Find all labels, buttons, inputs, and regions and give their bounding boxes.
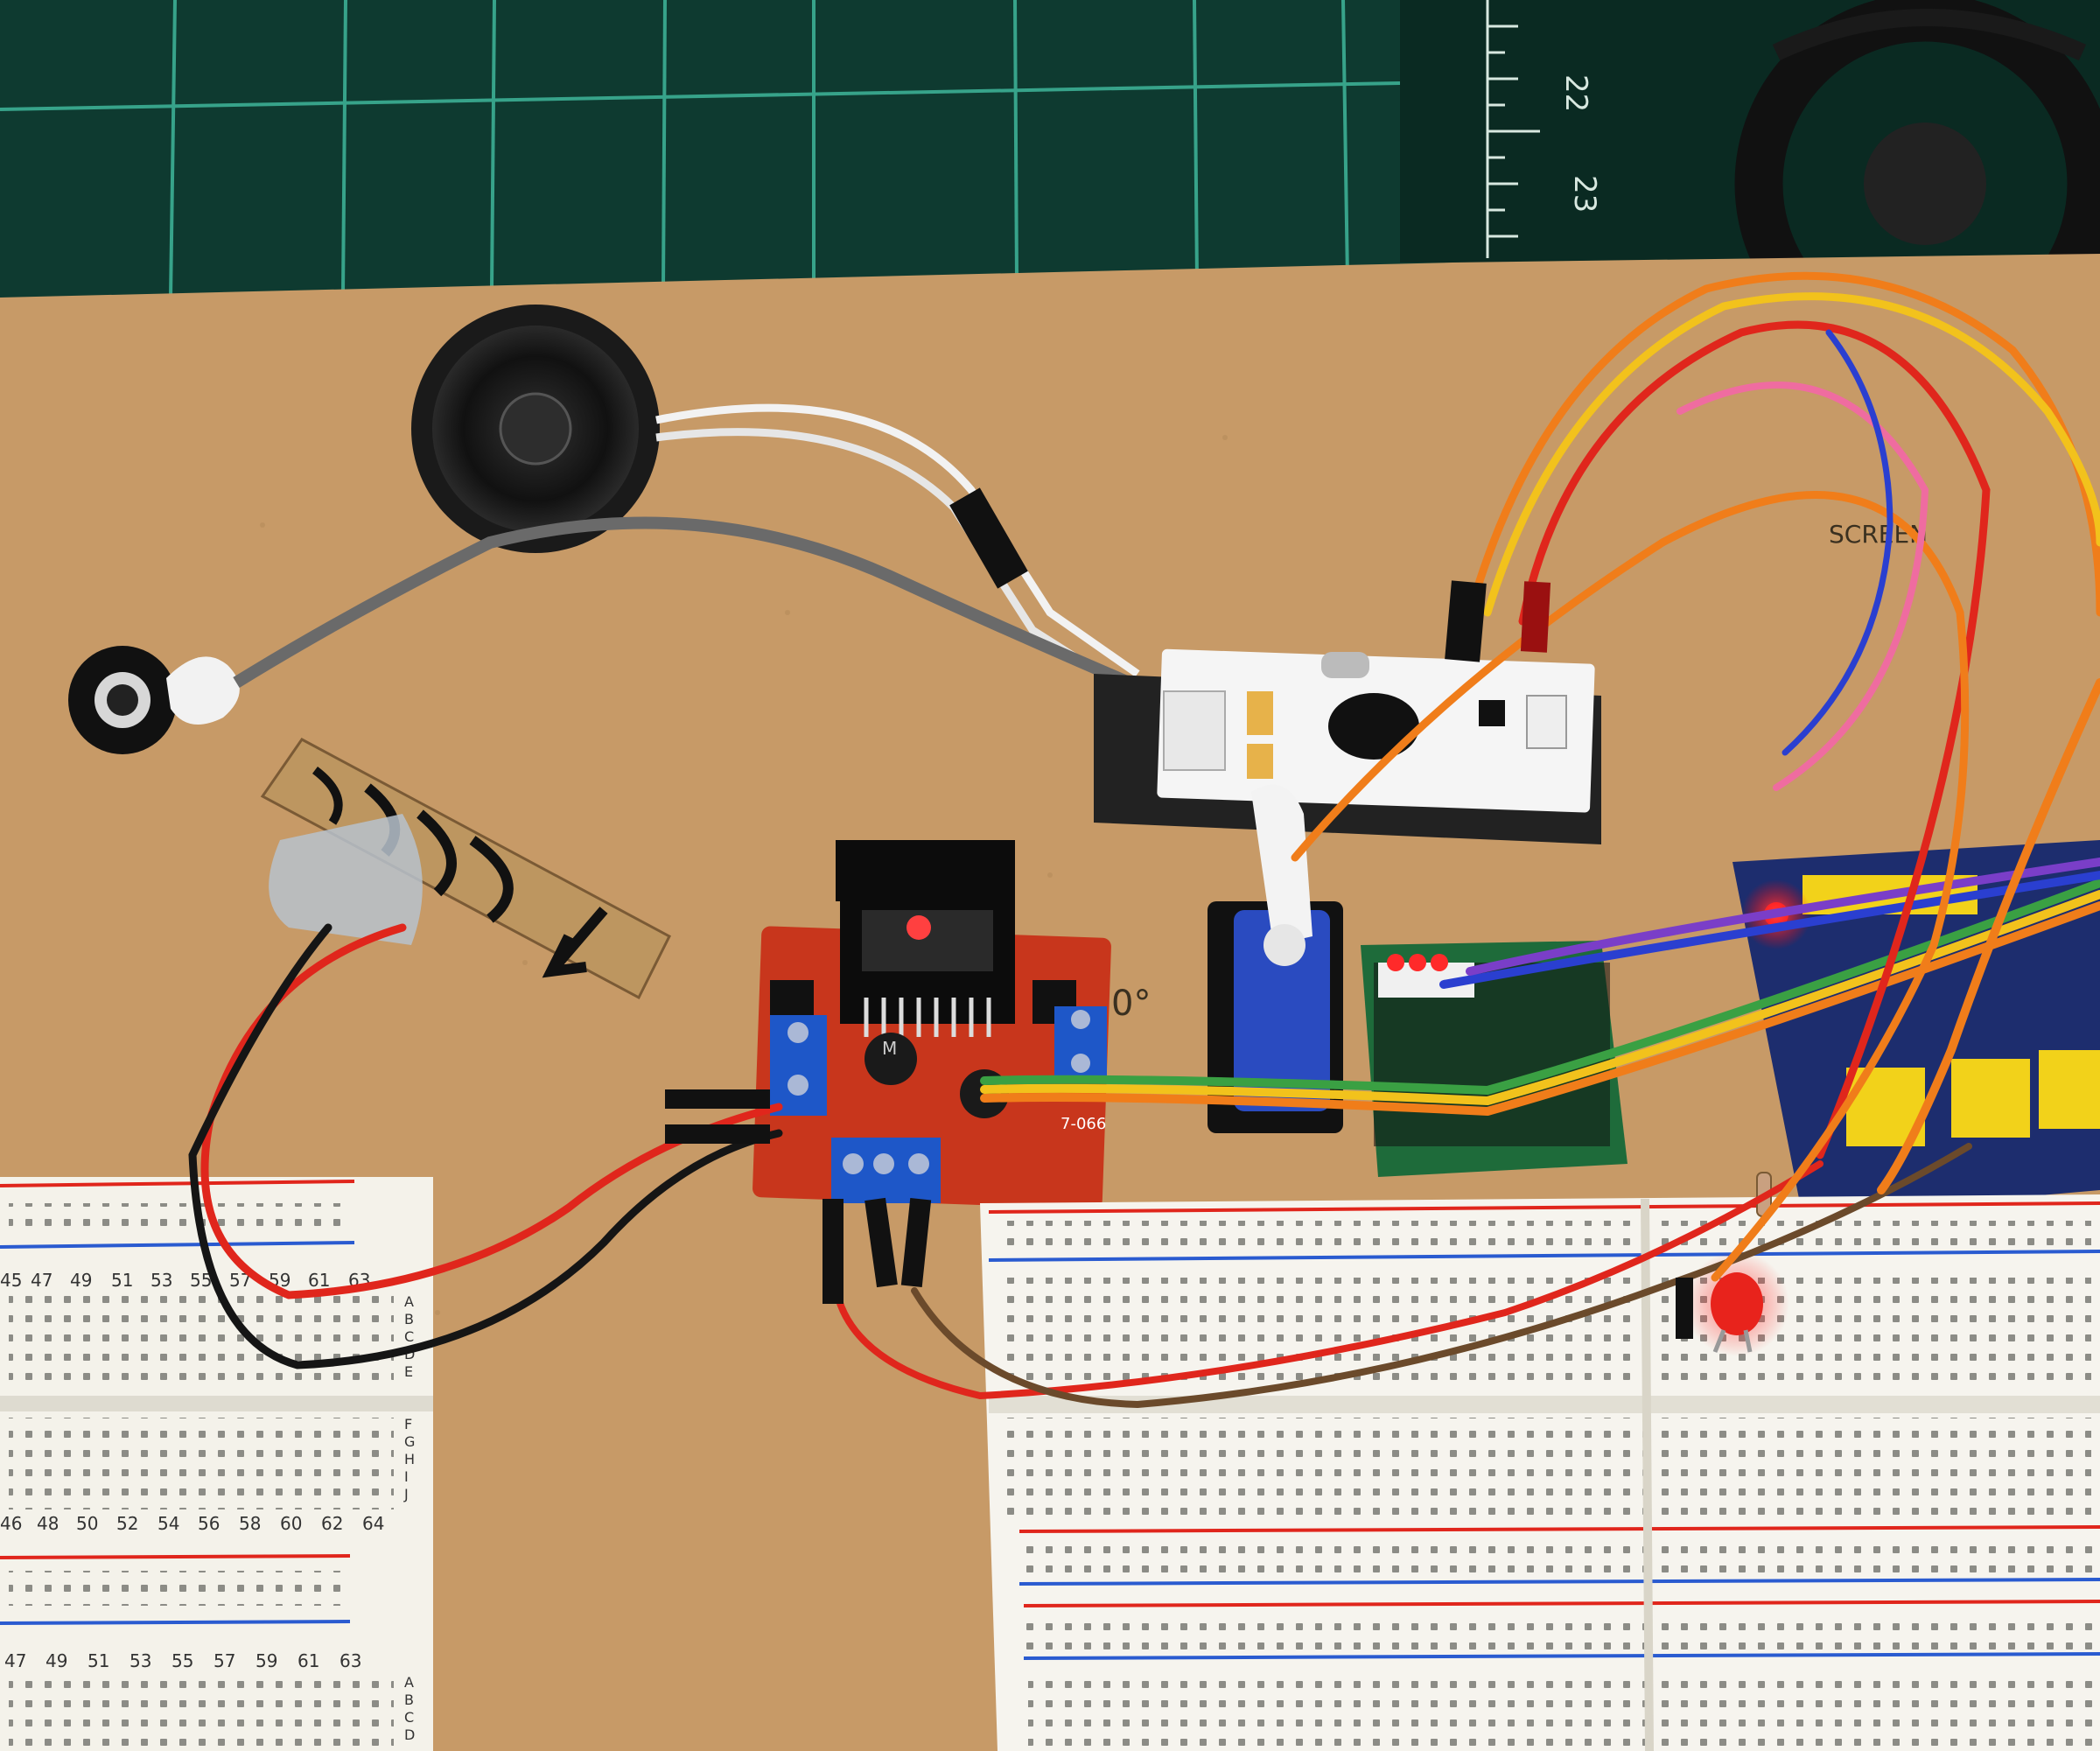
ribbon-yellow <box>980 890 2100 1106</box>
left-bb-lower-number-55: 55 <box>172 1650 193 1671</box>
wire-brown-driver-out <box>911 1143 1972 1409</box>
left-bb-number-62: 62 <box>321 1513 343 1534</box>
left-bb-number-56: 56 <box>198 1513 220 1534</box>
left-bb-number-52: 52 <box>116 1513 138 1534</box>
left-bb-number-53: 53 <box>150 1270 172 1291</box>
left-bb-row-c: C <box>404 1328 414 1345</box>
left-bb-lower-number-47: 47 <box>4 1650 26 1671</box>
wire-pink-top <box>1676 382 1929 791</box>
left-bb-number-64: 64 <box>362 1513 384 1534</box>
left-bb-row-g: G <box>404 1433 415 1450</box>
wire-red-sensor <box>200 923 783 1299</box>
left-bb-row-a: A <box>404 1293 414 1310</box>
capacitor-marking: M <box>882 1038 897 1059</box>
left-bb-number-51: 51 <box>111 1270 133 1291</box>
left-bb-row-j: J <box>403 1486 409 1502</box>
speaker-wire-white-b <box>655 428 1131 695</box>
wire-blue-top <box>1782 329 1894 756</box>
ruler-number-23: 23 <box>1567 175 1602 213</box>
left-bb-row-b: B <box>404 1311 414 1327</box>
left-bb-number-61: 61 <box>308 1270 330 1291</box>
left-bb-number-50: 50 <box>76 1513 98 1534</box>
wire-orange-right <box>1877 678 2100 1194</box>
breadboard-right <box>980 1194 2100 1751</box>
speaker <box>411 305 660 553</box>
left-bb-number-49: 49 <box>70 1270 92 1291</box>
ribbon-green <box>980 879 2100 1096</box>
left-bb-number-46: 46 <box>0 1513 22 1534</box>
speaker-wire-white-a <box>655 403 1140 677</box>
left-bb-lower-number-53: 53 <box>130 1650 151 1671</box>
left-bb-lower-number-57: 57 <box>214 1650 235 1671</box>
left-bb-lower-row-a: A <box>404 1674 414 1691</box>
left-bb-lower-row-b: B <box>404 1691 414 1708</box>
board-texture <box>260 435 1228 1315</box>
microphone <box>68 646 240 754</box>
ribbon-purple <box>1466 858 2100 976</box>
left-bb-row-i: I <box>404 1468 409 1485</box>
ruler-number-22: 22 <box>1558 74 1593 112</box>
servo-motor <box>1208 784 1343 1133</box>
left-bb-lower-number-61: 61 <box>298 1650 319 1671</box>
left-bb-row-h: H <box>404 1451 415 1467</box>
left-bb-row-f: F <box>404 1416 412 1432</box>
ribbon-blue <box>1439 871 2100 989</box>
left-bb-number-60: 60 <box>280 1513 302 1534</box>
left-bb-number-48: 48 <box>37 1513 59 1534</box>
left-bb-lower-number-51: 51 <box>88 1650 109 1671</box>
left-bb-lower-number-59: 59 <box>256 1650 277 1671</box>
wire-harness <box>188 271 2100 1409</box>
left-bb-lower-number-49: 49 <box>46 1650 67 1671</box>
left-bb-number-58: 58 <box>239 1513 261 1534</box>
breadboard-left: 45 47 49 51 53 55 57 59 61 63 A B C D E … <box>0 1177 433 1751</box>
wire-yellow-top <box>1483 292 2100 617</box>
wire-orange-long <box>1291 491 1970 1282</box>
left-bb-row-e: E <box>404 1363 413 1380</box>
screen-module <box>1361 941 1628 1177</box>
left-bb-lower-number-63: 63 <box>340 1650 361 1671</box>
microphone-cable <box>233 516 1131 689</box>
dupont-connectors <box>665 487 1693 1339</box>
left-bb-lower-row-c: C <box>404 1709 414 1726</box>
left-bb-number-47: 47 <box>31 1270 52 1291</box>
voice-module <box>1094 648 1601 844</box>
servo-angle-note: 0° <box>1111 984 1151 1024</box>
left-bb-lower-row-d: D <box>404 1726 415 1743</box>
wire-black-sensor <box>188 923 783 1369</box>
red-led <box>1684 1251 1789 1356</box>
wire-red-driver-out <box>832 1160 1824 1400</box>
wire-red-top <box>1518 320 1991 1159</box>
left-bb-number-54: 54 <box>158 1513 179 1534</box>
driver-board-code: 7-066 <box>1060 1115 1106 1133</box>
sensor-card <box>260 738 671 1000</box>
left-bb-number-45: 45 <box>0 1270 22 1291</box>
